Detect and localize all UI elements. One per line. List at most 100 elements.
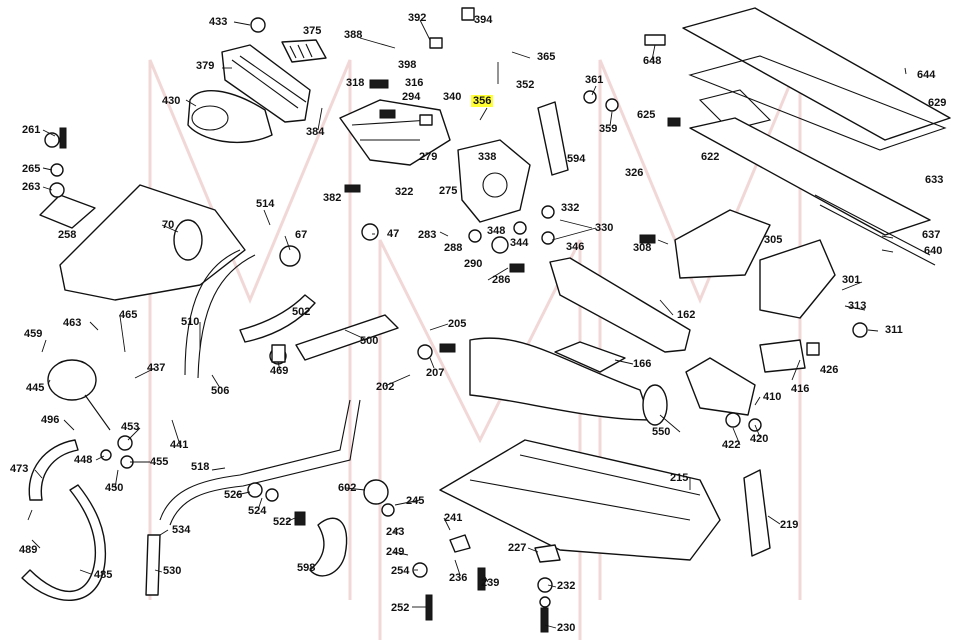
- hose-485: [21, 484, 107, 601]
- vent-416: [759, 339, 806, 373]
- callout-263: 263: [22, 181, 41, 193]
- callout-514: 514: [256, 198, 275, 210]
- callout-625: 625: [637, 109, 656, 121]
- callout-510: 510: [181, 316, 200, 328]
- callout-382: 382: [323, 192, 342, 204]
- panel-629: [682, 7, 951, 151]
- callout-469: 469: [270, 365, 289, 377]
- callout-598: 598: [297, 562, 316, 574]
- callout-644: 644: [917, 69, 936, 81]
- callout-162: 162: [677, 309, 696, 321]
- callout-279: 279: [419, 151, 438, 163]
- callout-473: 473: [10, 463, 29, 475]
- callout-633: 633: [925, 174, 944, 186]
- callout-305: 305: [764, 234, 783, 246]
- panel-633: [689, 117, 936, 266]
- callout-348: 348: [487, 225, 506, 237]
- callout-261: 261: [22, 124, 41, 136]
- leader-lines: [27, 19, 907, 629]
- hose-518: [159, 399, 361, 526]
- duct-70: [59, 184, 246, 301]
- callout-392: 392: [408, 12, 427, 24]
- callout-394: 394: [474, 14, 493, 26]
- callout-326: 326: [625, 167, 644, 179]
- callout-219: 219: [780, 519, 799, 531]
- hose-598: [309, 517, 348, 577]
- callout-445: 445: [26, 382, 45, 394]
- callout-249: 249: [386, 546, 405, 558]
- filter-219: [743, 469, 771, 557]
- fastener-set: [44, 7, 868, 608]
- duct-550: [469, 337, 668, 426]
- callout-239: 239: [481, 577, 500, 589]
- callout-227: 227: [508, 542, 527, 554]
- pipe-530: [145, 534, 161, 596]
- callout-205: 205: [448, 318, 467, 330]
- callout-485: 485: [94, 569, 113, 581]
- callout-236: 236: [449, 572, 468, 584]
- callout-522: 522: [273, 516, 292, 528]
- callout-70: 70: [162, 219, 175, 231]
- cover-305: [674, 209, 771, 279]
- callout-294: 294: [402, 91, 421, 103]
- callout-290: 290: [464, 258, 483, 270]
- callout-500: 500: [360, 335, 379, 347]
- callout-489: 489: [19, 544, 38, 556]
- actuator-410: [685, 357, 756, 416]
- callout-361: 361: [585, 74, 604, 86]
- screw-set: [59, 79, 681, 633]
- callout-338: 338: [478, 151, 497, 163]
- callout-313: 313: [848, 300, 867, 312]
- callout-265: 265: [22, 163, 41, 175]
- housing-215: [439, 439, 721, 561]
- callout-215: 215: [670, 472, 689, 484]
- callout-430: 430: [162, 95, 181, 107]
- callout-534: 534: [172, 524, 191, 536]
- vent-375: [281, 39, 327, 63]
- bracket-594: [537, 101, 569, 176]
- callout-463: 463: [63, 317, 82, 329]
- hose-473: [28, 439, 79, 501]
- callout-410: 410: [763, 391, 782, 403]
- callout-459: 459: [24, 328, 43, 340]
- callout-384: 384: [306, 126, 325, 138]
- callout-288: 288: [444, 242, 463, 254]
- callout-622: 622: [701, 151, 720, 163]
- callout-433: 433: [209, 16, 228, 28]
- callout-496: 496: [41, 414, 60, 426]
- callout-388: 388: [344, 29, 363, 41]
- callout-356-highlighted[interactable]: 356: [471, 95, 494, 107]
- callout-275: 275: [439, 185, 458, 197]
- panel-258: [39, 194, 96, 229]
- callout-640: 640: [924, 245, 943, 257]
- hose-500: [295, 314, 399, 361]
- vent-379: [221, 44, 311, 123]
- callout-243: 243: [386, 526, 405, 538]
- callout-365: 365: [537, 51, 556, 63]
- callout-241: 241: [444, 512, 463, 524]
- callout-340: 340: [443, 91, 462, 103]
- callout-437: 437: [147, 362, 166, 374]
- callout-207: 207: [426, 367, 445, 379]
- callout-232: 232: [557, 580, 576, 592]
- callout-453: 453: [121, 421, 140, 433]
- callout-426: 426: [820, 364, 839, 376]
- callout-422: 422: [722, 439, 741, 451]
- callout-398: 398: [398, 59, 417, 71]
- callout-283: 283: [418, 229, 437, 241]
- callout-230: 230: [557, 622, 576, 634]
- callout-648: 648: [643, 55, 662, 67]
- callout-524: 524: [248, 505, 267, 517]
- callout-332: 332: [561, 202, 580, 214]
- mechanism-275: [457, 139, 531, 223]
- callout-465: 465: [119, 309, 138, 321]
- callout-252: 252: [391, 602, 410, 614]
- callout-530: 530: [163, 565, 182, 577]
- callout-245: 245: [406, 495, 425, 507]
- callout-602: 602: [338, 482, 357, 494]
- callout-67: 67: [295, 229, 308, 241]
- callout-518: 518: [191, 461, 210, 473]
- callout-637: 637: [922, 229, 941, 241]
